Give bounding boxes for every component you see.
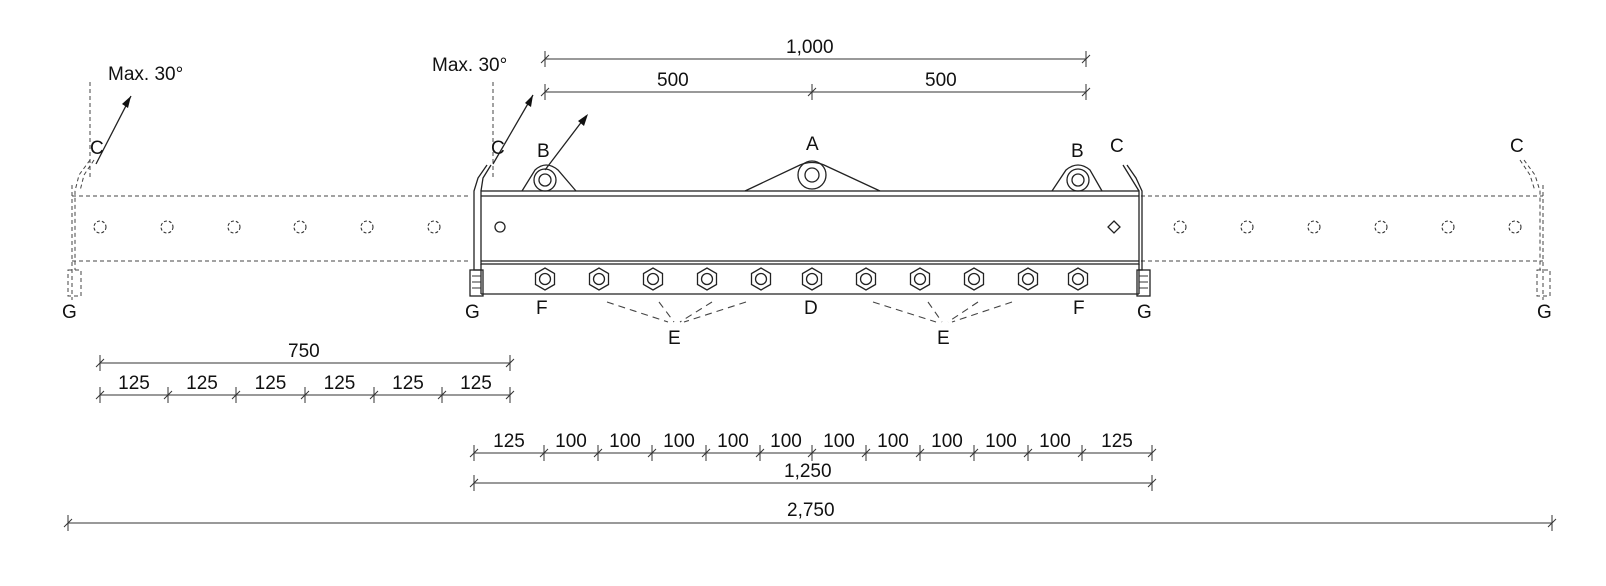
lifting-points (533, 160, 1090, 192)
dim-beam-segment: 100 (770, 431, 802, 452)
left-segment-dimensions: 125 125 125 125 125 125 (118, 373, 492, 394)
dim-beam-segment: 125 (1101, 431, 1133, 452)
beam-segment-dimensions: 125 100 100 100 100 100 100 100 100 100 100 125 (493, 431, 1133, 452)
bottom-hook-point (750, 267, 772, 291)
point-g-label-left: G (465, 302, 480, 323)
main-beam (480, 161, 1140, 295)
bottom-hook-point (801, 267, 823, 291)
dim-line-top-halves (540, 84, 1091, 100)
dim-beam-segment: 100 (1039, 431, 1071, 452)
dim-beam-segment: 100 (609, 431, 641, 452)
point-g-label-far-left: G (62, 302, 77, 323)
dim-left-segment: 125 (460, 373, 492, 394)
dim-line-beam-total (469, 475, 1157, 491)
bottom-hook-point (855, 267, 877, 291)
dim-beam-segment: 100 (717, 431, 749, 452)
angle-indicators (89, 82, 588, 180)
extension-holes (93, 220, 1522, 234)
extended-beam-outline (71, 185, 1544, 300)
bottom-hook-point (588, 267, 610, 291)
bottom-hook-point (696, 267, 718, 291)
point-g-label-right: G (1137, 302, 1152, 323)
dimension-lines (63, 51, 1557, 531)
dim-beam-segment: 100 (555, 431, 587, 452)
dim-left-total: 750 (288, 341, 320, 362)
max-angle-label-center: Max. 30° (432, 55, 507, 76)
dim-beam-segment: 100 (877, 431, 909, 452)
dim-left-segment: 125 (118, 373, 150, 394)
e-leader-lines (606, 301, 1013, 323)
point-e-label-left: E (668, 328, 681, 349)
bottom-attachment-points (534, 267, 1089, 291)
dim-beam-segment: 100 (663, 431, 695, 452)
point-c-label-far-right: C (1510, 136, 1524, 157)
dim-overall-total: 2,750 (787, 500, 835, 521)
dim-top-total: 1,000 (786, 37, 834, 58)
bottom-hook-point (963, 267, 985, 291)
point-g-label-far-right: G (1537, 302, 1552, 323)
dim-line-left-total (95, 355, 515, 371)
dim-beam-total: 1,250 (784, 461, 832, 482)
point-a-label: A (806, 134, 819, 155)
dim-top-right-half: 500 (925, 70, 957, 91)
point-b-label-right: B (1071, 141, 1084, 162)
dim-beam-segment: 100 (931, 431, 963, 452)
point-f-label-right: F (1073, 298, 1085, 319)
bottom-hook-point (534, 267, 556, 291)
dim-beam-segment: 125 (493, 431, 525, 452)
max-angle-label-left: Max. 30° (108, 64, 183, 85)
bottom-hook-point (642, 267, 664, 291)
point-c-label-far-left: C (90, 138, 104, 159)
dim-line-top-total (540, 51, 1091, 67)
dim-beam-segment: 100 (823, 431, 855, 452)
bottom-hook-point (1017, 267, 1039, 291)
dim-left-segment: 125 (324, 373, 356, 394)
dim-left-segment: 125 (186, 373, 218, 394)
dim-line-left-segments (95, 387, 515, 403)
side-shackles (67, 159, 1551, 297)
dim-beam-segment: 100 (985, 431, 1017, 452)
bottom-hook-point (1067, 267, 1089, 291)
dim-left-segment: 125 (392, 373, 424, 394)
dim-left-segment: 125 (255, 373, 287, 394)
point-e-label-right: E (937, 328, 950, 349)
dim-line-beam-segments (469, 445, 1157, 461)
dim-line-overall-total (63, 515, 1557, 531)
point-b-label-left: B (537, 141, 550, 162)
point-c-label-right: C (1110, 136, 1124, 157)
point-d-label: D (804, 298, 818, 319)
point-f-label-left: F (536, 298, 548, 319)
dim-top-left-half: 500 (657, 70, 689, 91)
point-c-label-left: C (491, 138, 505, 159)
bottom-hook-point (909, 267, 931, 291)
